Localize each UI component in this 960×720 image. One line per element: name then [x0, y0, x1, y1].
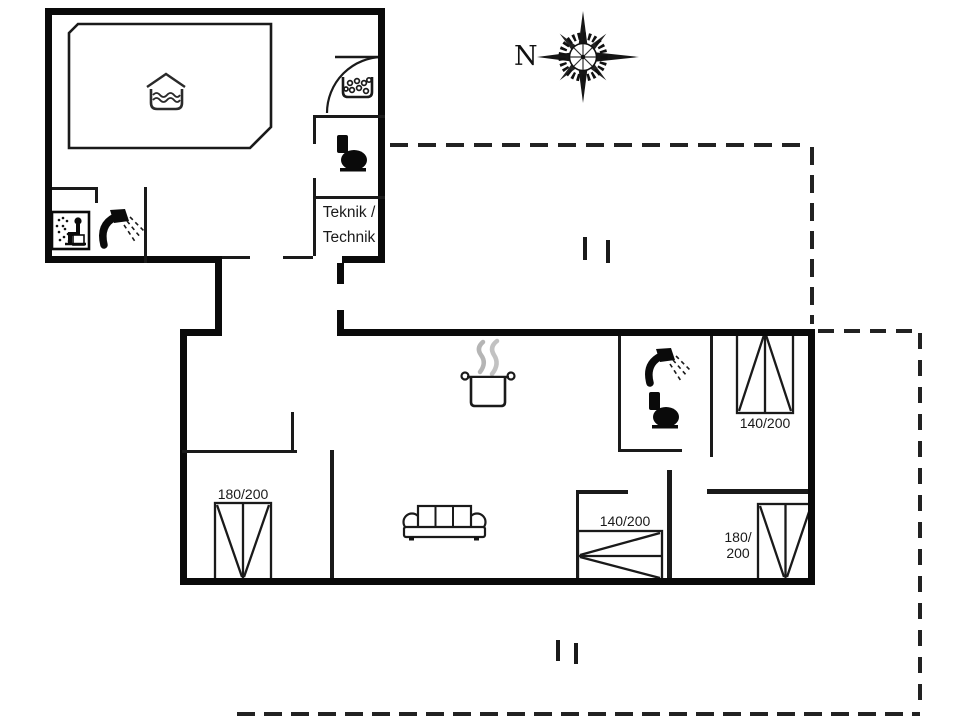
- interior-wall: [330, 450, 334, 578]
- room-label-teknik: Teknik / Technik: [313, 201, 385, 251]
- interior-wall: [52, 187, 98, 190]
- interior-wall: [313, 115, 385, 118]
- toilet-icon-main: [649, 392, 679, 429]
- wall-segment: [180, 329, 222, 336]
- pool-room-outline: [67, 22, 273, 150]
- wall-segment: [337, 263, 344, 284]
- wall-segment: [45, 256, 222, 263]
- interior-wall: [222, 256, 250, 259]
- bed-west: [213, 501, 273, 582]
- bed-size-label-southeast: 180/ 200: [719, 529, 757, 561]
- interior-wall: [313, 196, 385, 199]
- stove-pot-icon: [460, 338, 516, 408]
- interior-wall: [144, 187, 147, 263]
- wall-segment: [180, 578, 815, 585]
- bed-size-label-west: 180/200: [217, 486, 269, 502]
- interior-wall: [667, 470, 672, 578]
- bed-size-label-northeast: 140/200: [739, 415, 791, 431]
- bed-south: [576, 529, 664, 582]
- wall-segment: [45, 8, 385, 15]
- dashed-boundary: [237, 143, 922, 716]
- shower-head-icon-upper: [99, 209, 146, 249]
- wall-segment: [378, 8, 385, 263]
- interior-wall: [576, 490, 628, 494]
- interior-wall: [313, 118, 316, 144]
- wall-segment: [215, 256, 222, 335]
- bed-size-label-southeast-line2: 200: [726, 545, 750, 562]
- interior-wall: [283, 256, 313, 259]
- room-label-teknik-line1: Teknik /: [322, 204, 376, 221]
- interior-wall: [707, 489, 808, 494]
- whirlpool-icon: [341, 76, 374, 99]
- interior-wall: [618, 336, 621, 452]
- bed-size-label-southeast-line1: 180/: [724, 529, 752, 545]
- boundary-opening-ticks: [556, 237, 610, 664]
- room-label-teknik-line2: Technik: [322, 228, 376, 246]
- bed-southeast: [756, 502, 815, 582]
- wall-segment: [180, 329, 187, 585]
- toilet-icon-upper: [337, 135, 367, 172]
- wall-segment: [45, 8, 52, 263]
- door-swing-arc: [325, 55, 384, 114]
- wall-segment: [337, 310, 344, 335]
- interior-wall: [313, 199, 316, 256]
- interior-wall: [576, 490, 579, 578]
- interior-wall: [710, 336, 713, 457]
- interior-wall: [182, 450, 297, 453]
- wall-segment: [337, 329, 815, 336]
- interior-wall: [313, 178, 316, 199]
- shower-head-icon-main: [645, 348, 691, 387]
- compass-rose-icon: [537, 11, 639, 103]
- compass-north-label: N: [514, 41, 538, 72]
- wall-segment: [808, 329, 815, 585]
- sauna-icon: [50, 210, 91, 251]
- interior-wall: [95, 187, 98, 203]
- interior-wall: [618, 449, 682, 452]
- swimming-pool-icon: [146, 72, 186, 111]
- sofa-icon: [402, 504, 487, 541]
- wall-segment: [342, 256, 385, 263]
- bed-size-label-south: 140/200: [599, 513, 651, 529]
- bed-northeast: [735, 330, 795, 415]
- interior-wall: [291, 412, 294, 453]
